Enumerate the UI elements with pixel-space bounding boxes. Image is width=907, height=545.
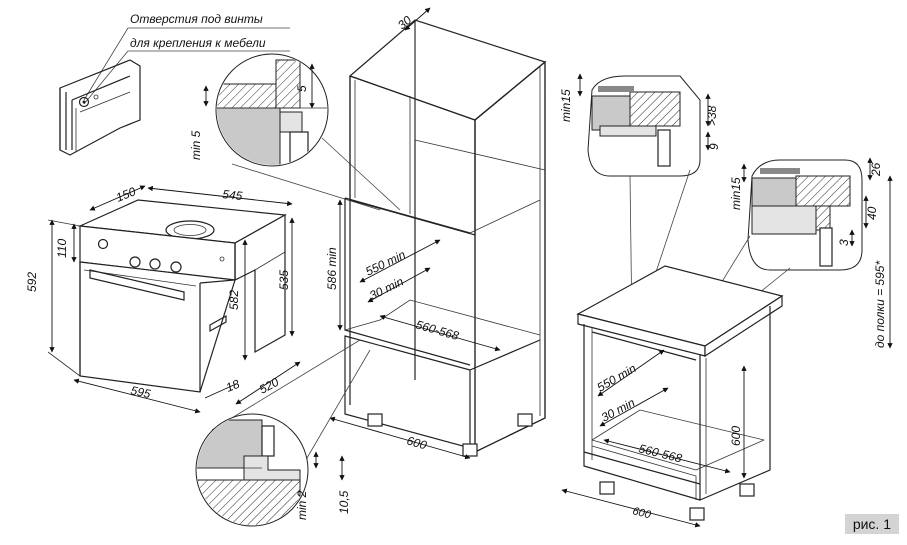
- callout-line2: для крепления к мебели: [130, 36, 266, 50]
- knob-icon: [97, 238, 109, 250]
- detail-right-lower-26-label: 26: [869, 162, 883, 177]
- screw-hole-callout: Отверстия под винты для крепления к мебе…: [59, 12, 290, 156]
- screw-hole-icon: [78, 96, 90, 108]
- oven-width-label: 595: [129, 383, 152, 401]
- oven-front-height-label: 582: [227, 290, 241, 310]
- base-cabinet: 550 min 30 min 560-568 600 600: [561, 265, 784, 528]
- detail-top-gap-label: min 5: [189, 130, 203, 160]
- detail-top: min 5 5: [189, 53, 401, 211]
- knob-icon: [129, 256, 141, 268]
- detail-bottom: min 2 10,5: [195, 339, 371, 527]
- knob-icon: [170, 261, 182, 273]
- column-cabinet: 30 586 min 550 min 30 min 560-568 600: [325, 7, 547, 460]
- detail-right-upper-step-label: 9: [707, 143, 721, 150]
- oven-depth-label: 545: [222, 187, 244, 203]
- column-width-label: 600: [405, 433, 428, 452]
- knob-icon: [149, 258, 161, 270]
- detail-top-step-label: 5: [295, 85, 309, 92]
- detail-bottom-gap-label: min 2: [295, 490, 309, 520]
- detail-right-lower-3-label: 3: [837, 239, 851, 246]
- detail-right-lower: min15 26 40 3 до полки = 595*: [679, 157, 893, 353]
- oven-panel-label: 110: [55, 239, 69, 258]
- callout-line1: Отверстия под винты: [130, 12, 263, 26]
- base-niche-width-label: 560-568: [637, 441, 683, 465]
- detail-right-lower-40-label: 40: [865, 206, 879, 220]
- detail-right-lower-shelf-label: до полки = 595*: [873, 261, 887, 348]
- oven-body-height-label: 535: [277, 270, 291, 290]
- oven-drawing: 592 110 582 535 150 545 595 18 520: [25, 184, 301, 414]
- column-niche-width-label: 560-568: [414, 317, 461, 343]
- detail-right-upper-gap-label: >38: [705, 105, 719, 126]
- column-back-gap-label: 30 min: [367, 274, 406, 303]
- oven-height-label: 592: [25, 272, 39, 292]
- base-height-label: 600: [729, 426, 743, 446]
- detail-right-upper: min15 >38 9: [559, 73, 721, 333]
- detail-right-upper-min-label: min15: [559, 89, 573, 122]
- base-width-label: 600: [631, 505, 653, 521]
- detail-bottom-step-label: 10,5: [337, 490, 351, 514]
- column-niche-height-label: 586 min: [325, 247, 339, 290]
- detail-right-lower-min-label: min15: [729, 177, 743, 210]
- column-niche-depth-label: 550 min: [363, 247, 408, 278]
- base-back-gap-label: 30 min: [599, 395, 638, 424]
- oven-panel-depth-label: 18: [224, 377, 242, 395]
- figure-label: рис. 1: [844, 514, 899, 534]
- base-niche-depth-label: 550 min: [595, 361, 639, 395]
- oven-body-depth-label: 520: [257, 375, 282, 397]
